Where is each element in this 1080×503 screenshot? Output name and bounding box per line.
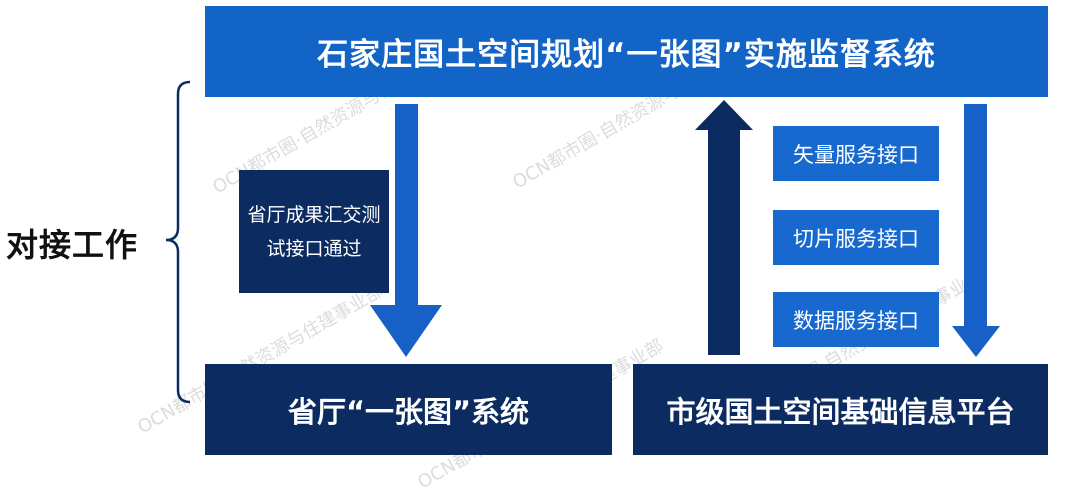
city-platform-label: 市级国土空间基础信息平台 [666,394,1015,429]
provincial-system-box: 省厅“一张图”系统 [205,364,612,455]
vector-service-interface: 矢量服务接口 [773,126,939,181]
down-arrow-provincial [370,104,442,357]
test-note-line2: 试接口通过 [266,237,362,260]
test-note-line1: 省厅成果汇交测 [247,203,381,226]
provincial-system-label: 省厅“一张图”系统 [287,394,530,429]
supervision-system-title: 石家庄国土空间规划“一张图”实施监督系统 [205,6,1048,97]
tile-service-interface: 切片服务接口 [773,210,939,265]
city-platform-box: 市级国土空间基础信息平台 [633,364,1048,455]
data-service-interface: 数据服务接口 [773,292,939,347]
up-arrow-city [695,100,753,355]
left-brace [165,80,191,404]
test-note-box: 省厅成果汇交测 试接口通过 [239,170,389,293]
side-label: 对接工作 [6,226,139,264]
supervision-system-title-text: 石家庄国土空间规划“一张图”实施监督系统 [317,37,936,73]
down-arrow-city [952,104,1000,357]
